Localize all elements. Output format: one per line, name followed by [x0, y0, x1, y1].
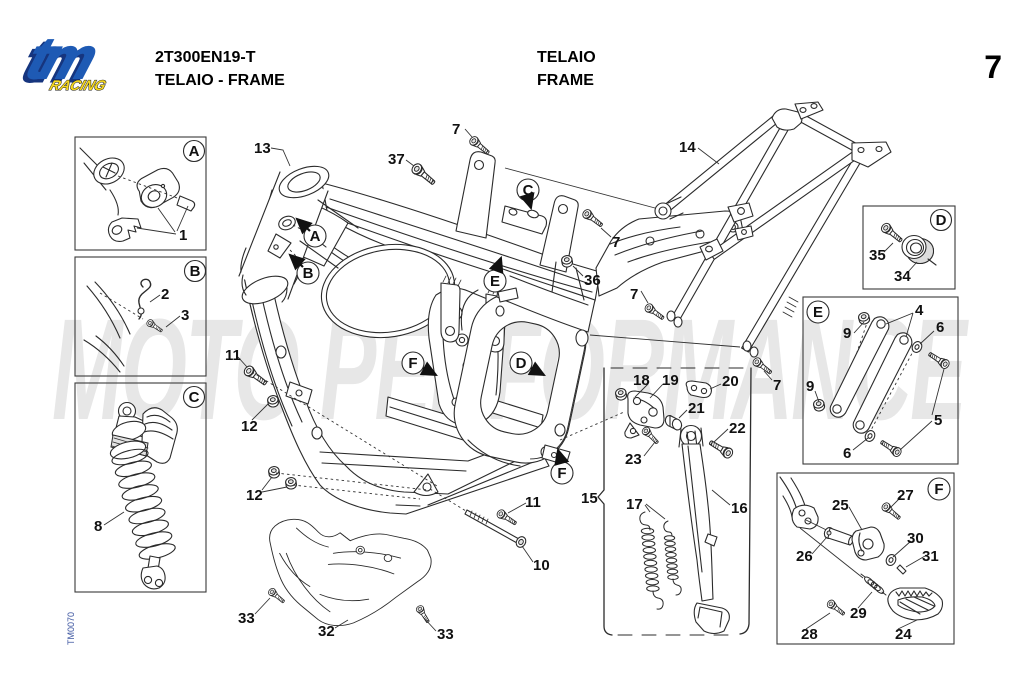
svg-text:27: 27 [897, 487, 914, 504]
svg-text:D: D [516, 355, 527, 372]
svg-text:RACING: RACING [47, 78, 107, 94]
svg-text:23: 23 [625, 451, 642, 468]
svg-text:33: 33 [437, 626, 454, 643]
svg-text:9: 9 [806, 378, 814, 395]
svg-text:11: 11 [525, 494, 541, 511]
svg-text:7: 7 [773, 377, 781, 394]
svg-text:35: 35 [869, 247, 886, 264]
svg-text:12: 12 [246, 487, 263, 504]
svg-text:37: 37 [388, 151, 405, 168]
svg-text:E: E [490, 273, 500, 290]
svg-text:4: 4 [915, 302, 924, 319]
svg-text:28: 28 [801, 626, 818, 643]
svg-text:20: 20 [722, 373, 739, 390]
svg-text:B: B [190, 263, 201, 280]
svg-text:A: A [310, 228, 321, 245]
svg-text:C: C [189, 389, 200, 406]
svg-text:F: F [934, 481, 943, 498]
svg-text:7: 7 [452, 121, 460, 138]
svg-text:21: 21 [688, 400, 705, 417]
svg-text:12: 12 [241, 418, 258, 435]
svg-text:TELAIO - FRAME: TELAIO - FRAME [155, 72, 285, 89]
svg-text:F: F [408, 355, 417, 372]
svg-text:24: 24 [895, 626, 912, 643]
svg-text:30: 30 [907, 530, 924, 547]
svg-text:C: C [523, 182, 534, 199]
svg-text:14: 14 [679, 139, 696, 156]
svg-text:D: D [936, 212, 947, 229]
svg-text:8: 8 [94, 518, 102, 535]
svg-text:TELAIO: TELAIO [537, 49, 596, 66]
svg-text:22: 22 [729, 420, 746, 437]
svg-text:19: 19 [662, 372, 679, 389]
svg-text:9: 9 [843, 325, 851, 342]
svg-text:32: 32 [318, 623, 335, 640]
svg-text:6: 6 [843, 445, 851, 462]
svg-text:25: 25 [832, 497, 849, 514]
svg-text:5: 5 [934, 412, 942, 429]
svg-text:34: 34 [894, 268, 911, 285]
svg-text:2T300EN19-T: 2T300EN19-T [155, 49, 256, 66]
svg-text:33: 33 [238, 610, 255, 627]
svg-text:6: 6 [936, 319, 944, 336]
svg-text:2: 2 [161, 286, 169, 303]
svg-text:3: 3 [181, 307, 189, 324]
svg-text:A: A [189, 143, 200, 160]
svg-text:31: 31 [922, 548, 939, 565]
svg-text:7: 7 [612, 234, 620, 251]
svg-text:11: 11 [225, 347, 241, 364]
svg-text:18: 18 [633, 372, 650, 389]
svg-text:1: 1 [179, 227, 187, 244]
svg-text:13: 13 [254, 140, 271, 157]
svg-text:FRAME: FRAME [537, 72, 594, 89]
svg-text:F: F [557, 465, 566, 482]
svg-text:16: 16 [731, 500, 748, 517]
svg-text:7: 7 [630, 286, 638, 303]
svg-text:36: 36 [584, 272, 601, 289]
svg-text:7: 7 [984, 49, 1002, 85]
svg-text:29: 29 [850, 605, 867, 622]
svg-text:B: B [303, 265, 314, 282]
svg-text:17: 17 [626, 496, 643, 513]
svg-text:15: 15 [581, 490, 598, 507]
svg-text:TM0070: TM0070 [66, 612, 76, 645]
svg-text:26: 26 [796, 548, 813, 565]
svg-text:E: E [813, 304, 823, 321]
svg-text:10: 10 [533, 557, 550, 574]
